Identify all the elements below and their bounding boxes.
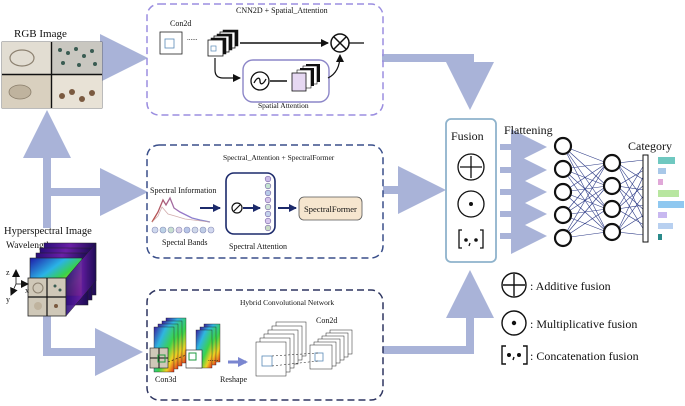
output-layer <box>642 154 649 243</box>
category-bar <box>658 190 679 197</box>
category-label: Category <box>628 139 672 153</box>
spectral-curve <box>151 196 211 223</box>
input-node <box>553 136 573 156</box>
fc-network <box>553 136 649 248</box>
input-node <box>553 205 573 225</box>
spectral-branch-title: Spectral_Attention + SpectralFormer <box>223 153 335 162</box>
hidden-node <box>602 199 622 219</box>
axis-z-label: z <box>6 268 10 277</box>
conv3d-volume-2 <box>185 323 221 369</box>
category-bar <box>658 201 684 208</box>
conv2d-stack-1 <box>255 321 307 377</box>
spectral-bands <box>151 226 215 234</box>
concatenation-fusion-icon <box>458 229 484 249</box>
legend-additive-label: : Additive fusion <box>530 279 611 293</box>
attention-map-stack <box>291 64 320 92</box>
conv3d-label: Con3d <box>155 375 176 384</box>
axis-x-label: x <box>25 286 29 295</box>
cnn-branch-title: CNN2D + Spatial_Attention <box>236 6 328 15</box>
legend-multiplicative-label: : Multiplicative fusion <box>530 317 637 331</box>
attention-vector <box>264 175 272 232</box>
spatial-attention-label: Spatial Attention <box>258 101 309 110</box>
spectralformer-box <box>298 196 363 221</box>
category-bar <box>658 179 663 185</box>
cnn-branch-box <box>146 3 384 116</box>
legend-concatenation-icon <box>501 345 528 365</box>
hybrid-branch: Hybrid Convolutional Network ...... Con3… <box>146 289 384 401</box>
arrow-hsi-to-hybrid <box>43 312 143 376</box>
conv3d-volume <box>149 317 187 373</box>
hidden-node <box>602 222 622 242</box>
hybrid-branch-title: Hybrid Convolutional Network <box>240 298 334 307</box>
hidden-node <box>602 176 622 196</box>
fusion-output-arrows <box>500 129 547 254</box>
spectral-attention-box <box>225 172 276 235</box>
rgb-image <box>1 41 103 109</box>
cnn-conv-label: Con2d <box>170 19 191 28</box>
rgb-image-group: RGB Image <box>1 28 103 109</box>
arrow-cnn-to-fusion <box>382 54 494 110</box>
flow-arrows <box>22 34 494 376</box>
axis-y-label: y <box>6 295 10 304</box>
cnn-branch: CNN2D + Spatial_Attention Con2d ...... <box>146 3 384 116</box>
spectral-bands-label: Spectal Bands <box>162 238 208 247</box>
conv2d-label: Con2d <box>316 316 337 325</box>
input-node <box>553 159 573 179</box>
reshape-label: Reshape <box>220 375 248 384</box>
cnn-input-map <box>159 31 183 55</box>
spectral-branch: Spectral_Attention + SpectralFormer Spec… <box>146 144 384 259</box>
spectral-attention-label: Spectral Attention <box>229 242 287 251</box>
category-bars <box>658 157 684 240</box>
category-bar <box>658 212 667 218</box>
axis-indicator <box>10 269 29 296</box>
hsi-label: Hyperspectral Image <box>4 226 92 237</box>
attention-return-arrow <box>327 54 344 79</box>
hsi-cube <box>27 242 97 317</box>
category-bar <box>658 223 673 229</box>
legend-concatenation-label: : Concatenation fusion <box>530 349 639 363</box>
spectral-branch-box <box>146 144 384 259</box>
input-node <box>553 228 573 248</box>
spectral-info-label: Spectral Information <box>150 186 216 195</box>
legend: : Additive fusion : Multiplicative fusio… <box>501 272 639 365</box>
fusion-block: Fusion <box>445 118 497 263</box>
conv2d-stack-2 <box>309 329 353 370</box>
cnn-down-arrow <box>214 58 241 82</box>
spectralformer-label: SpectralFormer <box>304 204 357 214</box>
arrow-hybrid-to-fusion <box>383 270 494 354</box>
category-bar <box>658 234 662 240</box>
spatial-attention-box <box>242 59 330 103</box>
rgb-image-label: RGB Image <box>14 28 67 40</box>
hidden-node <box>602 153 622 173</box>
hybrid-branch-box <box>146 289 384 401</box>
category-bar <box>658 168 666 174</box>
category-bar <box>658 157 675 164</box>
fusion-title: Fusion <box>451 129 484 143</box>
hybrid-ellipsis: ...... <box>208 355 219 363</box>
hsi-group: Hyperspectral Image Wavelength z x y <box>4 226 97 317</box>
wavelength-label: Wavelength <box>6 241 51 251</box>
cnn-feature-maps <box>207 29 239 57</box>
cnn-ellipsis: ...... <box>187 34 198 42</box>
flattening-label: Flattening <box>504 123 553 137</box>
input-node <box>553 182 573 202</box>
